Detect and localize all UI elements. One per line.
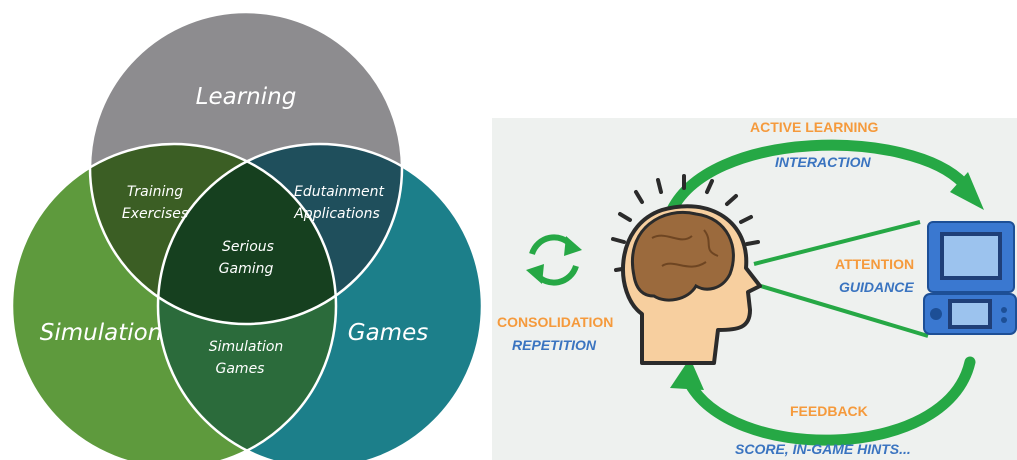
attention-line-bottom	[753, 282, 929, 338]
label-score-hints: SCORE, IN-GAME HINTS...	[735, 441, 911, 457]
label-simulation-games-1: Simulation	[209, 339, 284, 355]
top-arrow-icon	[664, 139, 984, 220]
label-simulation-games-2: Games	[216, 361, 265, 377]
label-gaming: Gaming	[219, 261, 274, 277]
label-edutainment: Edutainment	[294, 184, 385, 200]
head-brain-icon	[611, 174, 762, 365]
label-feedback: FEEDBACK	[790, 403, 868, 419]
label-applications: Applications	[293, 206, 380, 222]
label-serious: Serious	[222, 239, 274, 255]
cycle-graphics	[526, 139, 1017, 446]
venn-diagram: Learning Simulation Games Training Exerc…	[10, 10, 484, 460]
label-exercises: Exercises	[122, 206, 188, 222]
repeat-cycle-icon	[526, 234, 582, 286]
label-consolidation: CONSOLIDATION	[497, 314, 614, 330]
label-repetition: REPETITION	[512, 337, 597, 353]
label-attention: ATTENTION	[835, 256, 915, 272]
attention-line-top	[753, 220, 921, 266]
label-simulation: Simulation	[40, 320, 163, 346]
label-games: Games	[348, 320, 428, 346]
label-guidance: GUIDANCE	[839, 279, 914, 295]
label-learning: Learning	[196, 84, 297, 110]
label-active-learning: ACTIVE LEARNING	[750, 119, 879, 135]
label-training: Training	[127, 184, 183, 200]
bottom-arrow-icon	[670, 356, 976, 446]
label-interaction: INTERACTION	[775, 154, 871, 170]
game-console-icon	[923, 221, 1017, 335]
learning-cycle-panel: ACTIVE LEARNING INTERACTION ATTENTION GU…	[492, 118, 1017, 460]
